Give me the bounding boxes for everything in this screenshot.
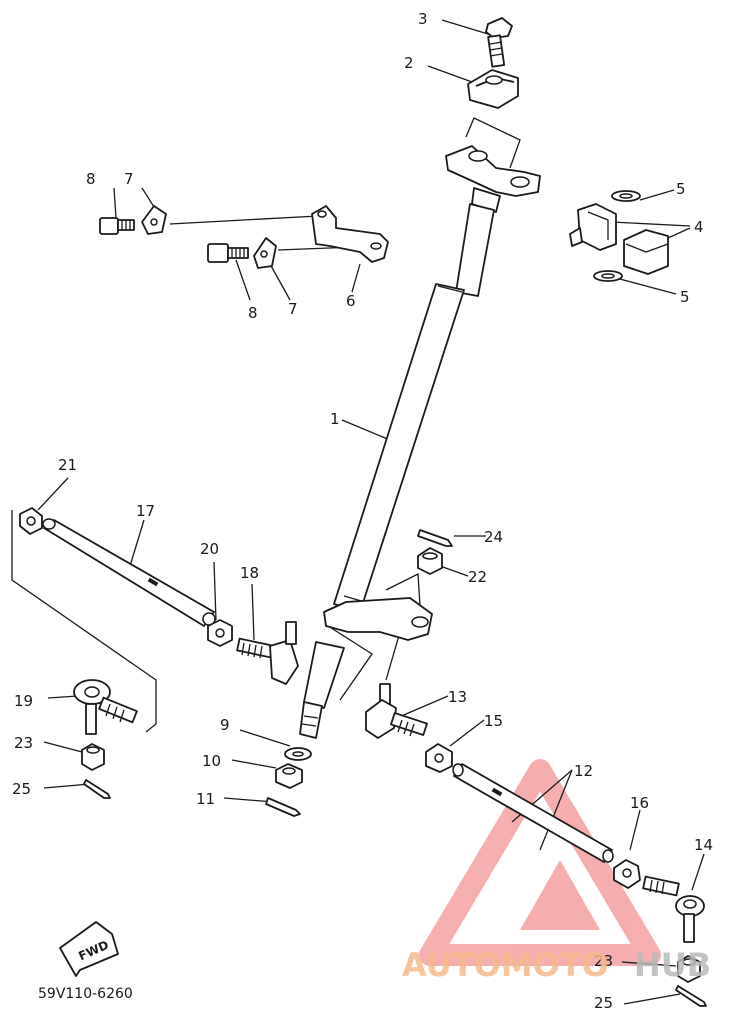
washer-9 <box>284 747 312 761</box>
callout-5: 5 <box>680 288 690 306</box>
callout-labels: 3 2 8 7 5 4 8 7 6 5 1 21 17 24 20 18 22 … <box>12 10 713 1012</box>
callout-24: 24 <box>484 528 503 546</box>
callout-7: 7 <box>288 300 298 318</box>
nut-15 <box>425 743 453 773</box>
callout-15: 15 <box>484 712 503 730</box>
nut-21 <box>19 507 43 535</box>
diagram-code: 59V110-6260 <box>38 986 133 1002</box>
tie-rod-end-14 <box>642 875 705 943</box>
watermark-triangle-inner <box>520 860 600 930</box>
callout-8: 8 <box>86 170 96 188</box>
nut-23-right <box>677 955 701 983</box>
nut-23-left <box>81 743 105 771</box>
watermark-triangle-outer <box>419 759 661 966</box>
bracket-arm-6 <box>311 205 389 263</box>
callout-22: 22 <box>468 568 487 586</box>
callout-2: 2 <box>404 54 414 72</box>
callout-25: 25 <box>594 994 613 1012</box>
holder-4-upper <box>569 203 617 251</box>
tie-rod-end-18 <box>236 621 299 685</box>
upper-bracket <box>445 145 541 213</box>
nut-20 <box>207 619 233 647</box>
cotter-pin-24 <box>417 529 453 547</box>
callout-5: 5 <box>676 180 686 198</box>
watermark-text: AUTOMOTO HUB <box>402 946 711 984</box>
washer-5-lower <box>593 270 623 282</box>
clip-7-lower <box>253 237 277 269</box>
callout-6: 6 <box>346 292 356 310</box>
steering-column-1 <box>333 203 495 613</box>
callout-25: 25 <box>12 780 31 798</box>
bolt-8-upper <box>99 217 135 235</box>
watermark-text-b: HUB <box>634 946 711 984</box>
tie-rod-end-13 <box>365 683 428 739</box>
callout-17: 17 <box>136 502 155 520</box>
callout-3: 3 <box>418 10 428 28</box>
bolt-8-lower <box>207 243 249 263</box>
cotter-pin-25-right <box>675 985 707 1007</box>
nut-16 <box>613 859 641 889</box>
callout-18: 18 <box>240 564 259 582</box>
cotter-pin-11 <box>265 797 301 817</box>
watermark-text-a: AUTOMOTO <box>402 946 609 984</box>
callout-23: 23 <box>594 952 613 970</box>
tie-rod-17 <box>42 518 216 627</box>
pitman-arm <box>299 597 433 739</box>
callout-21: 21 <box>58 456 77 474</box>
bolt-3 <box>485 17 513 68</box>
callout-9: 9 <box>220 716 230 734</box>
callout-4: 4 <box>694 218 704 236</box>
callout-7: 7 <box>124 170 134 188</box>
washer-5-upper <box>611 190 641 202</box>
tie-rod-12 <box>452 763 614 863</box>
callout-20: 20 <box>200 540 219 558</box>
callout-23: 23 <box>14 734 33 752</box>
callout-19: 19 <box>14 692 33 710</box>
handlebar-holder-2 <box>467 69 519 109</box>
callout-10: 10 <box>202 752 221 770</box>
callout-1: 1 <box>330 410 340 428</box>
callout-8: 8 <box>248 304 258 322</box>
cotter-pin-25-left <box>83 779 111 799</box>
clip-7-upper <box>141 205 167 235</box>
nut-10 <box>275 763 303 789</box>
watermark-logo <box>419 759 661 966</box>
fwd-arrow-icon: FWD <box>59 921 119 977</box>
parts <box>19 17 707 1007</box>
holder-4-lower <box>623 229 669 275</box>
nut-22 <box>417 547 443 575</box>
callout-16: 16 <box>630 794 649 812</box>
callout-11: 11 <box>196 790 215 808</box>
tie-rod-end-19 <box>73 679 138 735</box>
callout-14: 14 <box>694 836 713 854</box>
callout-13: 13 <box>448 688 467 706</box>
callout-12: 12 <box>574 762 593 780</box>
